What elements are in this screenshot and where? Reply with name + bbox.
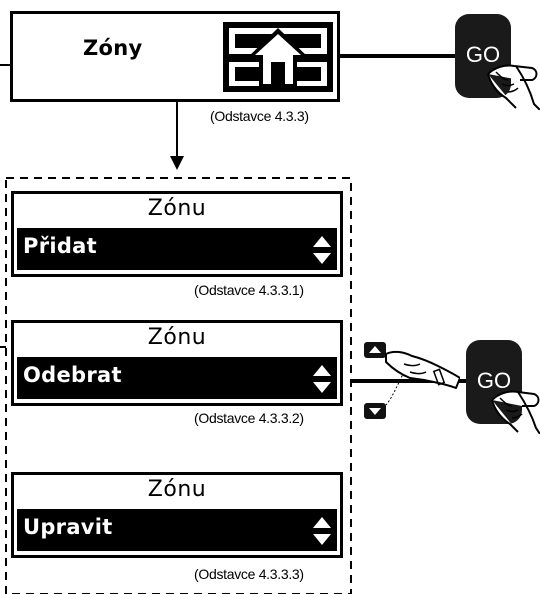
zones-menu-reference: (Odstavce 4.3.3): [210, 108, 309, 124]
option-label: Upravit: [23, 515, 113, 539]
zone-add-screen: Zónu Přidat: [11, 191, 343, 277]
selection-bar: Upravit: [17, 509, 337, 551]
up-arrow-icon: [369, 346, 381, 353]
selection-bar: Přidat: [17, 228, 337, 270]
go-button-label: GO: [476, 368, 512, 393]
go-button[interactable]: GO: [466, 340, 522, 424]
up-down-arrows-icon: [313, 365, 331, 393]
pressing-hand-icon: [491, 390, 540, 434]
zone-remove-reference: (Odstavce 4.3.3.2): [194, 410, 304, 426]
pointing-hand-icon: [385, 350, 460, 389]
down-arrowhead: [170, 156, 184, 170]
zone-add-reference: (Odstavce 4.3.3.1): [194, 282, 304, 298]
down-arrow-icon: [369, 408, 381, 415]
option-label: Přidat: [23, 234, 97, 258]
zone-edit-reference: (Odstavce 4.3.3.3): [194, 566, 304, 582]
option-label: Odebrat: [23, 363, 122, 387]
submenu-header: Zónu: [147, 477, 207, 502]
zone-remove-screen: Zónu Odebrat: [11, 320, 343, 406]
up-down-arrows-icon: [313, 517, 331, 545]
zones-menu-screen: Zóny: [10, 11, 340, 102]
swipe-path: [385, 371, 405, 406]
submenu-header: Zónu: [147, 325, 207, 350]
submenu-group-box: [5, 177, 352, 594]
zones-menu-title: Zóny: [83, 36, 143, 60]
up-down-arrows-icon: [313, 236, 331, 264]
go-button-label: GO: [465, 42, 501, 67]
pressing-hand-icon: [487, 64, 540, 110]
submenu-header: Zónu: [147, 196, 207, 221]
selection-bar: Odebrat: [17, 357, 337, 399]
go-button[interactable]: GO: [455, 14, 511, 98]
down-key[interactable]: [364, 403, 386, 419]
home-icon: [223, 22, 333, 92]
up-key[interactable]: [364, 342, 386, 358]
zone-edit-screen: Zónu Upravit: [11, 472, 343, 558]
